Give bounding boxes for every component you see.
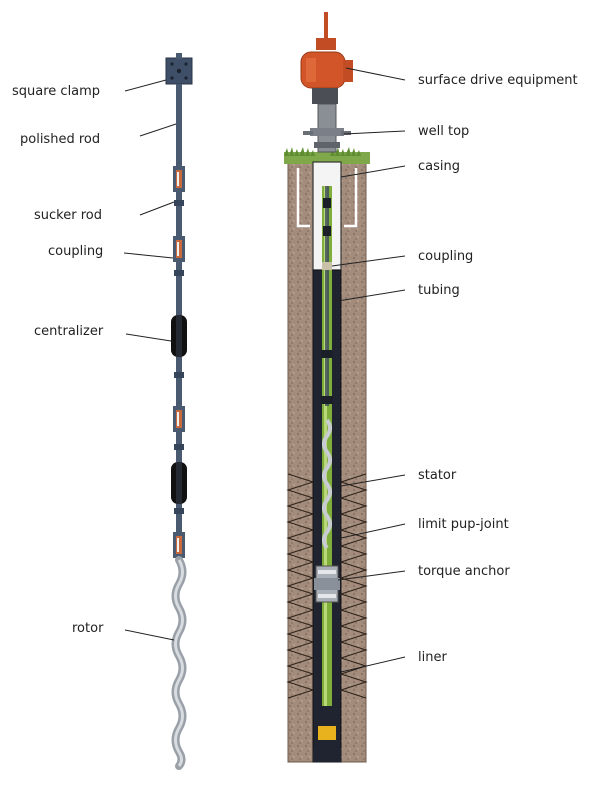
label-centralizer: centralizer xyxy=(34,324,104,339)
label-tubing: tubing xyxy=(418,283,460,298)
label-well-top: well top xyxy=(418,124,469,139)
right-leaders xyxy=(331,67,406,673)
rod-string xyxy=(165,53,193,770)
grass xyxy=(284,147,370,164)
right-labels: surface drive equipment well top casing … xyxy=(418,73,578,665)
label-casing: casing xyxy=(418,159,460,174)
left-labels: square clamp polished rod sucker rod cou… xyxy=(12,84,104,636)
well-section xyxy=(284,147,370,763)
label-sucker-rod: sucker rod xyxy=(34,208,102,223)
label-liner: liner xyxy=(418,650,447,665)
sucker-rod xyxy=(176,164,182,556)
label-limit-pup-joint: limit pup-joint xyxy=(418,517,509,532)
centralizers xyxy=(171,312,187,507)
rod-couplings xyxy=(173,166,185,558)
label-coupling-left: coupling xyxy=(48,244,103,259)
left-leaders xyxy=(123,79,177,641)
label-square-clamp: square clamp xyxy=(12,84,100,99)
torque-anchor xyxy=(314,565,340,603)
wellhead xyxy=(303,103,351,153)
label-stator: stator xyxy=(418,468,457,483)
label-coupling-right: coupling xyxy=(418,249,473,264)
label-torque-anchor: torque anchor xyxy=(418,564,510,579)
label-surface-drive-equipment: surface drive equipment xyxy=(418,73,578,88)
label-polished-rod: polished rod xyxy=(20,132,100,147)
polished-rod xyxy=(176,84,182,164)
stator-pattern xyxy=(286,473,368,699)
label-rotor: rotor xyxy=(72,621,104,636)
surface-drive-equipment xyxy=(300,12,353,104)
